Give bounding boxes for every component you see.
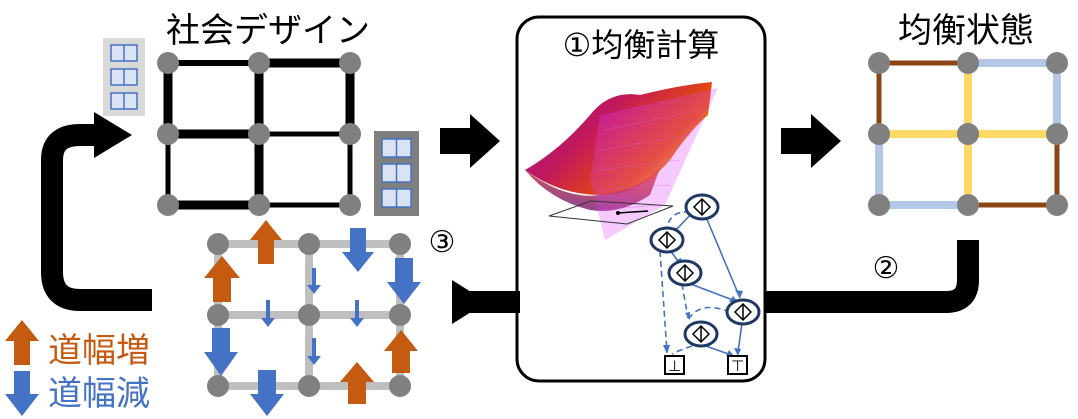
bdd-node	[683, 320, 719, 348]
step3-label: ③	[429, 225, 456, 260]
legend-increase-icon	[5, 320, 39, 365]
decrease-arrow-icon	[342, 228, 374, 272]
legend-increase-label: 道幅増	[48, 331, 150, 371]
bdd-node	[649, 226, 685, 254]
bdd-node	[725, 298, 761, 326]
legend-decrease-label: 道幅減	[48, 374, 150, 414]
svg-text:⊤: ⊤	[731, 357, 744, 375]
increase-arrow-icon	[204, 256, 240, 302]
arrow-left-shaft	[470, 291, 520, 313]
decrease-arrow-icon	[387, 258, 421, 304]
equilibrium-state-title: 均衡状態	[898, 11, 1034, 51]
decrease-arrow-icon	[307, 268, 321, 294]
svg-text:⊥: ⊥	[668, 357, 681, 375]
legend: 道幅増 道幅減	[5, 320, 150, 416]
bdd-node	[667, 259, 703, 287]
social-design-network	[157, 52, 361, 216]
legend-decrease-icon	[5, 371, 39, 416]
decision-diagram: ⊥ ⊤	[649, 193, 761, 375]
bdd-terminal-bottom: ⊥	[664, 355, 685, 375]
loop-arrow-line	[41, 124, 152, 311]
decrease-arrow-icon	[204, 328, 238, 376]
increase-arrow-icon	[340, 362, 374, 404]
social-design-title: 社会デザイン	[166, 11, 370, 51]
building-icon	[103, 38, 145, 116]
potential-surface	[525, 82, 718, 240]
building-icon	[374, 131, 419, 216]
decrease-arrow-icon	[350, 300, 364, 327]
network-node	[207, 233, 411, 397]
bdd-node	[684, 193, 720, 221]
network-node	[868, 52, 1068, 216]
equilibrium-calc-title: ①均衡計算	[563, 26, 720, 64]
arrow-left-icon	[452, 280, 487, 324]
decrease-arrow-icon	[250, 370, 284, 416]
arrow-right-icon	[94, 112, 132, 158]
step2-label: ②	[873, 251, 900, 286]
network-node	[157, 52, 361, 216]
increase-arrow-icon	[384, 330, 418, 373]
decrease-arrow-icon	[307, 338, 321, 365]
arrow-right-icon	[781, 114, 841, 168]
decrease-arrow-icon	[261, 300, 275, 327]
bdd-terminal-top: ⊤	[727, 355, 748, 375]
arrow-right-icon	[440, 114, 500, 168]
increase-arrow-icon	[250, 220, 282, 264]
equilibrium-network	[868, 52, 1068, 216]
update-network	[204, 220, 421, 416]
feedback-arrow-line	[766, 240, 979, 313]
